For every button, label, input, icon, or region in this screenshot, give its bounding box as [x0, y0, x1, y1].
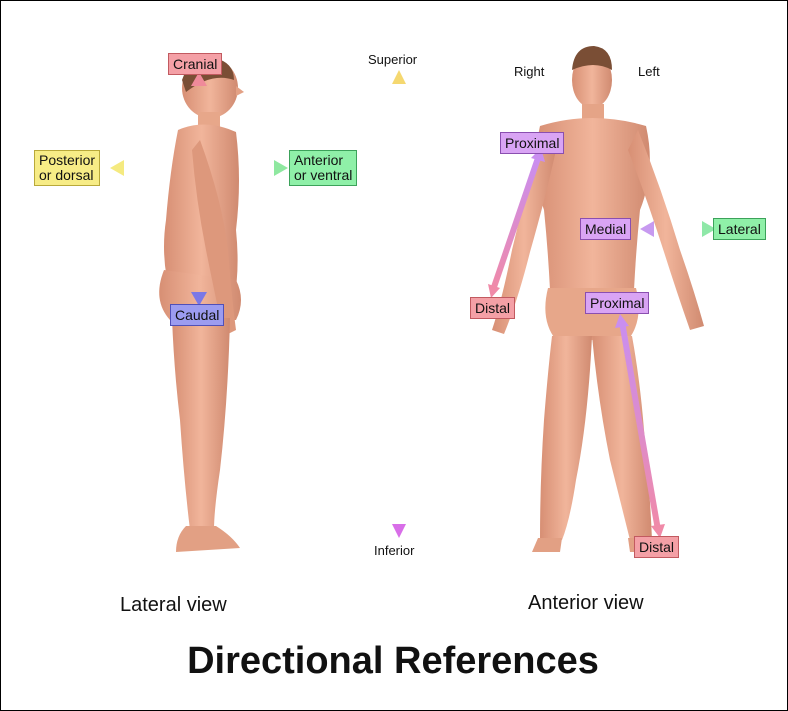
proximal-arm-label: Proximal: [500, 132, 564, 154]
anterior-label-line2: or ventral: [294, 168, 352, 183]
posterior-label-line2: or dorsal: [39, 168, 95, 183]
caudal-label: Caudal: [170, 304, 224, 326]
inferior-label: Inferior: [374, 543, 414, 558]
lateral-label: Lateral: [713, 218, 766, 240]
superior-inferior-axis: [392, 70, 406, 538]
cranial-label: Cranial: [168, 53, 222, 75]
superior-label: Superior: [368, 52, 417, 67]
anterior-view-caption: Anterior view: [528, 592, 644, 615]
medial-lateral-arrow: [640, 221, 716, 237]
right-side-label: Right: [514, 64, 544, 79]
posterior-label-line1: Posterior: [39, 153, 95, 168]
medial-label: Medial: [580, 218, 631, 240]
anterior-label-line1: Anterior: [294, 153, 352, 168]
left-side-label: Left: [638, 64, 660, 79]
distal-arm-label: Distal: [470, 297, 515, 319]
anterior-label: Anterior or ventral: [289, 150, 357, 186]
distal-leg-label: Distal: [634, 536, 679, 558]
posterior-label: Posterior or dorsal: [34, 150, 100, 186]
page-title: Directional References: [0, 640, 786, 683]
proximal-leg-label: Proximal: [585, 292, 649, 314]
lateral-view-caption: Lateral view: [120, 594, 227, 617]
